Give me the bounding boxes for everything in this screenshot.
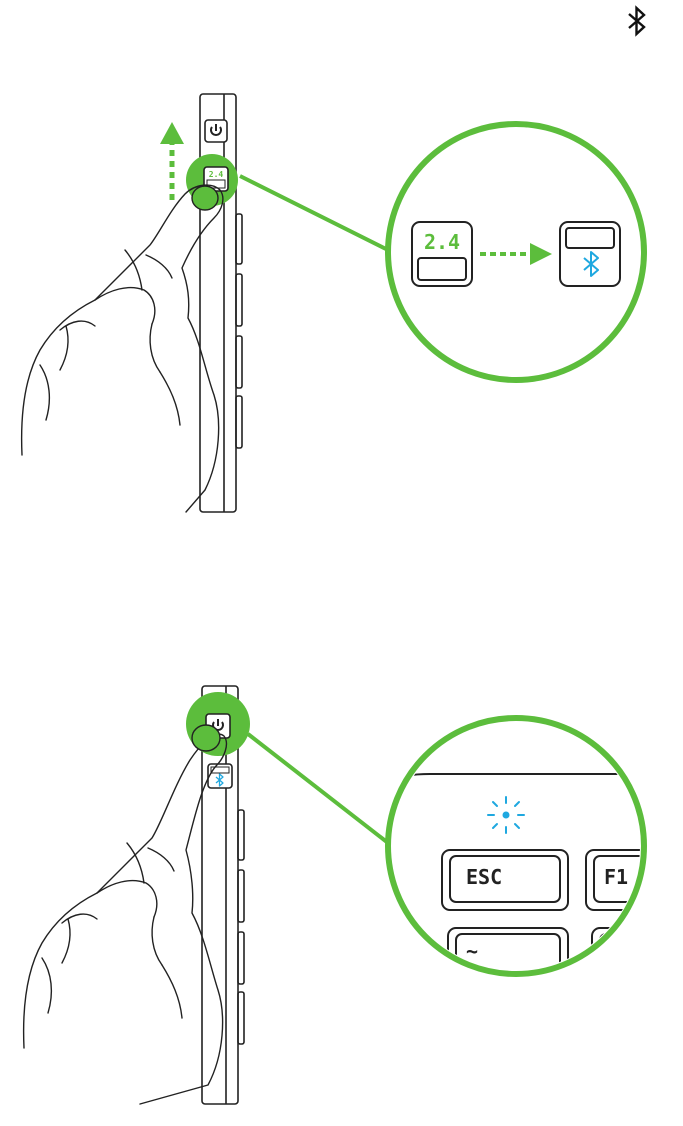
hand-illustration [22,185,223,512]
bluetooth-icon [624,4,650,38]
zoom-connector-line [240,176,392,252]
zoom-connector-line-step2 [248,734,392,846]
hand-illustration-step2 [24,734,227,1104]
power-button[interactable] [205,120,227,142]
switch-mode-small-label: 2.4 [209,170,224,179]
switch-bluetooth-position [560,222,620,286]
tilde-key: ~ [448,928,568,988]
esc-key: ESC [442,850,568,910]
f1-key-label: F1 [604,865,628,889]
f1-key: F1 [586,850,664,910]
switch-2-4-label: 2.4 [424,230,460,254]
switch-2-4-position: 2.4 [412,222,472,286]
fingertip-press-marker-step2 [192,725,220,751]
esc-key-label: ESC [466,865,502,889]
fingertip-press-marker [192,186,218,210]
step-1-switch-to-bluetooth: 2.4 2.4 [22,94,644,512]
blinking-led-icon [488,797,524,833]
mode-switch-step2[interactable] [208,764,232,788]
arrow-up-icon [160,122,184,200]
step-2-pairing-mode: ESC F1 ~ [24,686,664,1104]
tilde-key-label: ~ [466,939,478,963]
